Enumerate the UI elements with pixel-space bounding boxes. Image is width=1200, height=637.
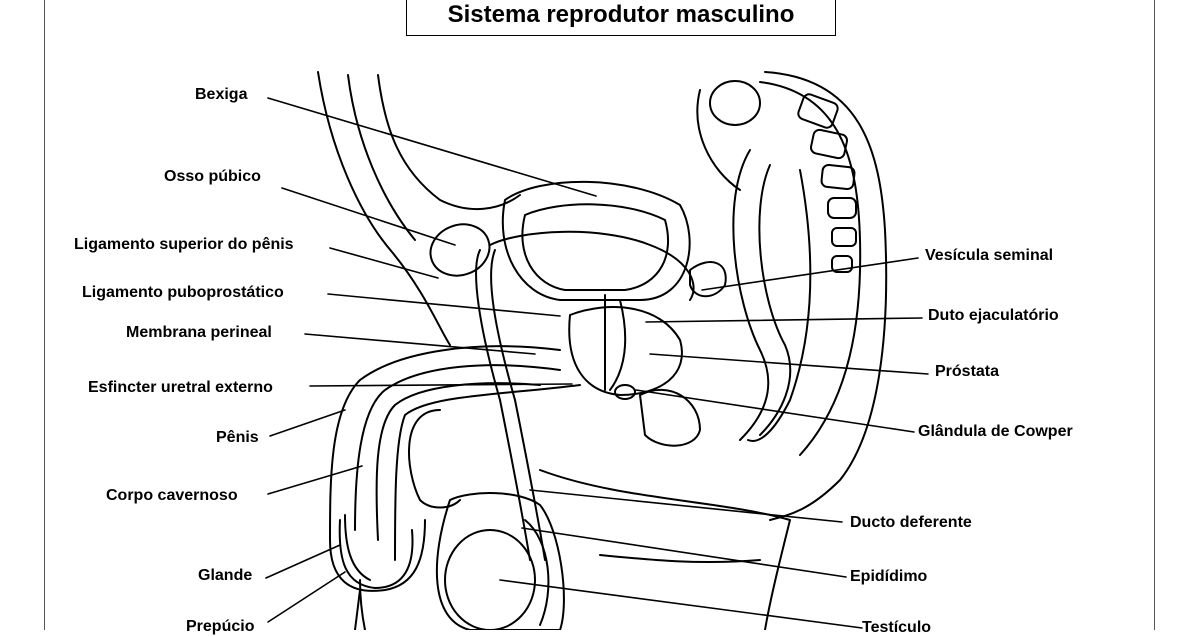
peritoneum: [696, 89, 741, 191]
leg-line: [359, 579, 366, 630]
vas-deferens-3: [490, 249, 546, 561]
vas-deferens: [489, 230, 695, 301]
label-prepucio: Prepúcio: [186, 618, 255, 635]
label-prostata: Próstata: [935, 363, 1000, 380]
prostate-shape: [568, 306, 683, 396]
bladder-outer: [501, 180, 691, 301]
label-ducto-deferente: Ducto deferente: [850, 514, 972, 531]
label-glande: Glande: [198, 567, 253, 584]
corpus-cavernosum: [375, 382, 541, 541]
scrotum-outer: [407, 409, 461, 509]
label-ligamento-superior: Ligamento superior do pênis: [74, 236, 294, 253]
label-corpo-cavernoso: Corpo cavernoso: [106, 487, 238, 504]
vertebrae: [797, 93, 857, 273]
back-outline: [764, 71, 888, 521]
diagram-title: Sistema reprodutor masculino: [447, 1, 795, 28]
pubic-bone: [429, 223, 491, 277]
rectum-back: [747, 169, 812, 442]
right-border: [1154, 0, 1155, 630]
penis-outer: [329, 345, 561, 592]
label-osso-pubico: Osso púbico: [164, 168, 261, 185]
leader-lines: [265, 97, 929, 629]
testis: [444, 529, 536, 630]
label-testiculo: Testículo: [862, 619, 932, 636]
perineal-bulb: [639, 389, 701, 447]
abdominal-wall-inner: [347, 74, 416, 241]
label-glandula-cowper: Glândula de Cowper: [918, 423, 1073, 440]
seminal-vesicle: [689, 261, 727, 298]
title-box: Sistema reprodutor masculino: [406, 0, 836, 36]
penis-urethra: [394, 384, 581, 561]
label-penis: Pênis: [216, 429, 259, 446]
penis-inner: [354, 364, 561, 531]
label-epididimo: Epidídimo: [850, 568, 928, 585]
label-esfincter: Esfincter uretral externo: [88, 379, 273, 396]
label-membrana-perineal: Membrana perineal: [126, 324, 272, 341]
label-ligamento-puboprostatico: Ligamento puboprostático: [82, 284, 284, 301]
bladder-inner: [521, 203, 670, 291]
back-inner: [759, 81, 862, 456]
scrotum: [435, 492, 565, 630]
ejaculatory-duct: [609, 299, 627, 391]
label-vesicula-seminal: Vesícula seminal: [925, 247, 1054, 264]
glans: [338, 519, 414, 589]
foreskin: [344, 514, 371, 581]
rectum-inner: [758, 164, 792, 436]
label-duto-ejaculatorio: Duto ejaculatório: [928, 307, 1059, 324]
label-bexiga: Bexiga: [195, 86, 248, 103]
rectum-outer: [732, 149, 770, 441]
epididymis: [524, 519, 550, 626]
vas-deferens-2: [475, 249, 531, 561]
abdominal-wall-outline: [317, 71, 451, 346]
abdominal-wall-inner-2: [377, 74, 521, 211]
left-border: [44, 0, 45, 630]
foreskin-tip: [354, 589, 361, 630]
cowper-gland: [614, 384, 636, 400]
intestine-loop: [709, 80, 761, 126]
